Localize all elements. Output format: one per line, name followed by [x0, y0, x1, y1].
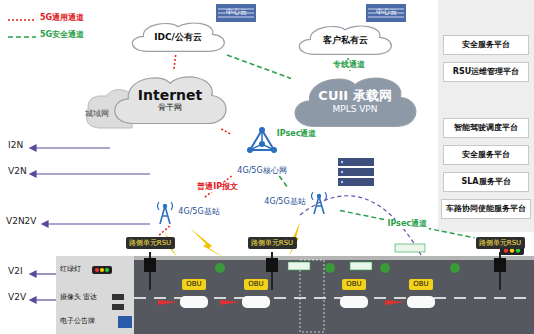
link-type: V2I	[8, 267, 23, 277]
server-icon	[216, 4, 406, 22]
obu-label: OBU	[409, 279, 433, 290]
channel-label: 普通IP报文	[195, 182, 240, 192]
server-label: 中心云	[226, 9, 247, 17]
node-text: MPLS VPN	[332, 104, 377, 114]
server-label: 中心云	[376, 9, 397, 17]
link-type: V2N2V	[6, 217, 37, 227]
legend-line	[8, 36, 36, 38]
channel-label: IPsec通道	[385, 219, 429, 229]
channel-line	[221, 129, 230, 134]
roadside-device	[395, 244, 425, 252]
tower-icon	[309, 190, 329, 214]
channel-line	[174, 55, 176, 71]
rsu-label: 路侧单元RSU	[476, 237, 525, 249]
node-text: CUII 承载网	[318, 89, 391, 104]
link-type: V2N	[8, 167, 27, 177]
message-board	[118, 316, 132, 328]
rsu-label: 路侧单元RSU	[248, 237, 297, 249]
node-text: 智能驾驶调度平台	[454, 123, 518, 132]
channel-line	[227, 55, 291, 79]
node-text: 4G/5G基站	[178, 207, 219, 216]
node-text: OBU	[248, 280, 263, 288]
platform-box: 安全服务平台	[443, 35, 529, 55]
channel-label: 专线通道	[331, 60, 367, 70]
node-text: 4G/5G基站	[264, 197, 305, 206]
platform-panel	[438, 0, 534, 232]
rsu-label: 路侧单元RSU	[126, 237, 175, 249]
mec-server	[338, 158, 374, 186]
channel-line	[279, 176, 288, 188]
node-text: 路侧单元RSU	[479, 239, 521, 247]
node-text: RSU运维管理平台	[453, 67, 519, 76]
camera-icon	[112, 294, 124, 310]
node-text: 路侧单元RSU	[251, 239, 293, 247]
rsu-pole	[150, 252, 500, 290]
node-text: SLA服务平台	[461, 177, 510, 186]
cloud-node: Internet骨干网	[112, 72, 228, 128]
platform-box: SLA服务平台	[443, 172, 529, 192]
node-text: OBU	[413, 280, 428, 288]
legend-line	[8, 19, 36, 21]
road	[134, 258, 534, 334]
roadside-item: 电子公告牌	[60, 318, 95, 326]
node-text: 4G/5G核心网	[237, 166, 286, 175]
roadside-item: 摄像头 雷达	[60, 294, 97, 302]
roadside-item: 红绿灯	[60, 266, 81, 274]
tower-icon	[155, 200, 175, 224]
cloud-label: 城域网	[85, 110, 109, 119]
node-text: 客户私有云	[323, 35, 368, 45]
sidewalk	[56, 256, 134, 334]
node-text: 骨干网	[158, 103, 182, 112]
legend-text: 5G安全通道	[40, 31, 84, 40]
node-text: Internet	[138, 87, 202, 103]
obu-label: OBU	[182, 279, 206, 290]
cloud-node: 客户私有云	[297, 23, 393, 57]
node-text: OBU	[346, 280, 361, 288]
cloud-node: IDC/公有云	[130, 20, 226, 54]
obu-label: OBU	[342, 279, 366, 290]
base-station: 4G/5G基站	[257, 189, 339, 215]
platform-box: 车路协同使能服务平台	[441, 199, 531, 219]
legend-text: 5G通用通道	[40, 14, 84, 23]
link-type: V2V	[8, 293, 26, 303]
obu-label: OBU	[244, 279, 268, 290]
cloud-node: CUII 承载网MPLS VPN	[292, 73, 418, 131]
rsu-unit	[144, 258, 506, 272]
roadside-device	[350, 262, 372, 270]
platform-box: 智能驾驶调度平台	[443, 118, 529, 138]
platform-box: RSU运维管理平台	[443, 62, 529, 82]
base-station: 4G/5G基站	[145, 199, 227, 225]
roadside-device	[288, 262, 310, 270]
channel-label: IPsec通道	[275, 129, 319, 139]
platform-box: 安全服务平台	[443, 145, 529, 165]
node-text: 安全服务平台	[462, 150, 510, 159]
node-text: 安全服务平台	[462, 40, 510, 49]
tree	[215, 263, 460, 273]
traffic-light	[92, 246, 524, 274]
node-text: 路侧单元RSU	[129, 239, 171, 247]
channel-line	[158, 226, 170, 236]
node-text: OBU	[186, 280, 201, 288]
radio-link	[165, 222, 300, 258]
link-type: I2N	[8, 141, 23, 151]
node-text: IDC/公有云	[154, 32, 202, 42]
vehicle	[158, 296, 435, 308]
node-text: 车路协同使能服务平台	[446, 205, 526, 214]
